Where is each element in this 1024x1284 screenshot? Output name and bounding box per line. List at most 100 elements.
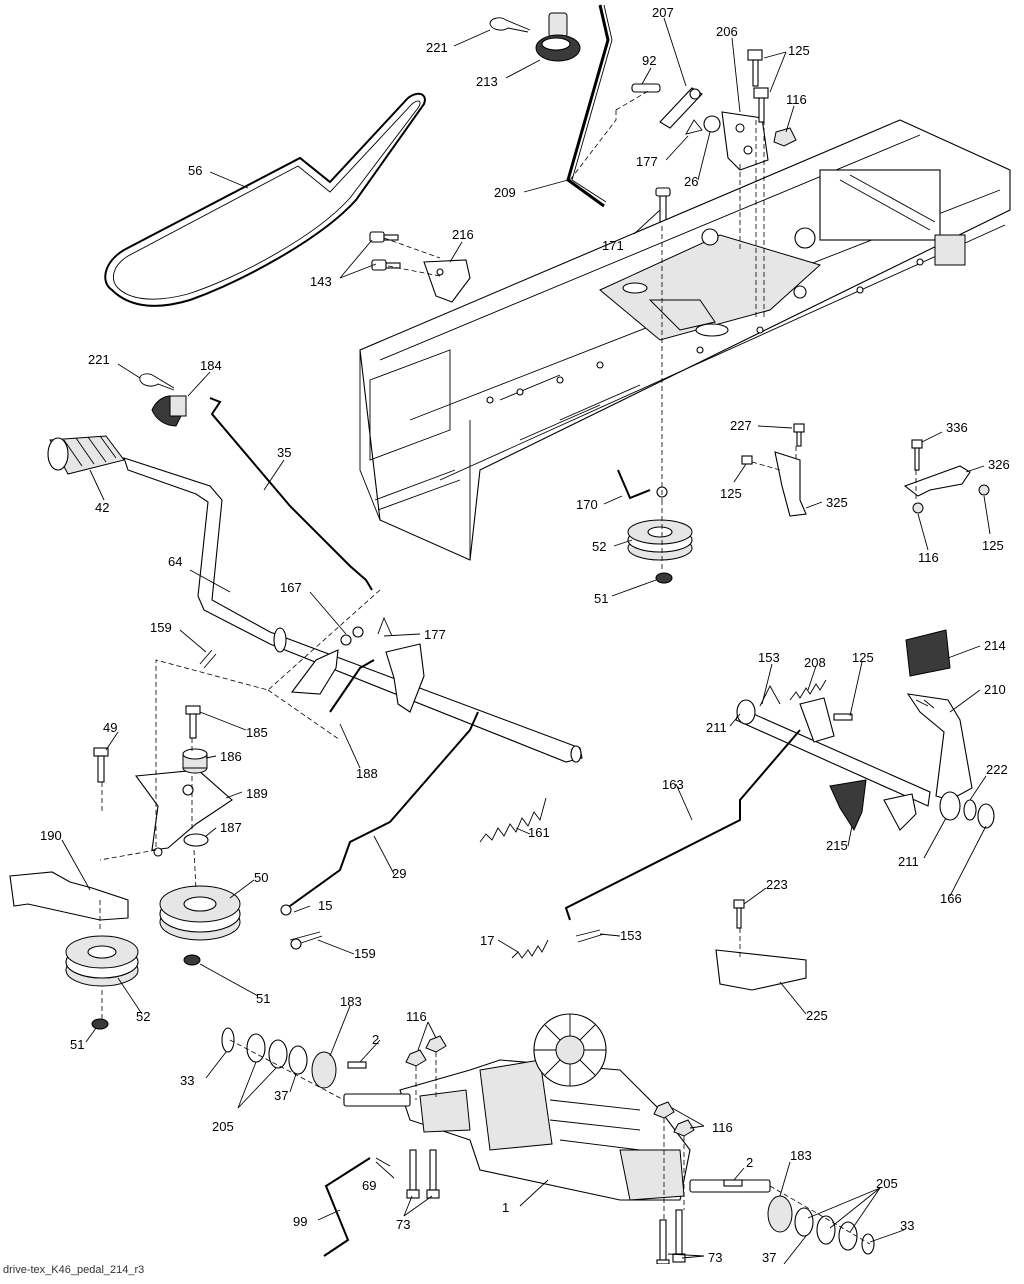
leader-lines [61, 17, 991, 1264]
grip-42 [47, 435, 125, 475]
drive-belt-part [104, 92, 426, 307]
callout-184: 184 [200, 358, 222, 373]
callout-177: 177 [636, 154, 658, 169]
bypass-rod-99-69 [323, 1157, 391, 1257]
bushing-51-mid [183, 954, 201, 966]
dashed-lines [99, 89, 917, 1245]
callout-183: 183 [790, 1148, 812, 1163]
nut-116-top [773, 127, 797, 147]
bracket-326 [903, 439, 990, 514]
rod-35 [209, 397, 373, 591]
callout-177: 177 [424, 627, 446, 642]
callout-166: 166 [940, 891, 962, 906]
rod-29 [280, 711, 479, 916]
callout-125: 125 [852, 650, 874, 665]
callout-92: 92 [642, 53, 656, 68]
callout-125: 125 [788, 43, 810, 58]
callout-1: 1 [502, 1200, 509, 1215]
bolts-73 [406, 1149, 686, 1264]
callout-211: 211 [706, 720, 727, 735]
callout-167: 167 [280, 580, 302, 595]
spacers-211-222-166 [736, 699, 995, 829]
callout-183: 183 [340, 994, 362, 1009]
linkage-167-188 [199, 616, 425, 713]
transaxle-1 [343, 1013, 771, 1201]
pedal-arm-210 [906, 693, 973, 801]
callout-205: 205 [876, 1176, 898, 1191]
callout-222: 222 [986, 762, 1008, 777]
pulley-52-lower [65, 935, 139, 987]
callout-2: 2 [372, 1032, 379, 1047]
callout-29: 29 [392, 866, 406, 881]
callout-153: 153 [620, 928, 642, 943]
bracket-pedal-215 [829, 779, 917, 832]
bushing-51-lower [91, 1018, 109, 1030]
callout-69: 69 [362, 1178, 376, 1193]
callout-216: 216 [452, 227, 474, 242]
callout-171: 171 [602, 238, 624, 253]
bolts-125-top [747, 49, 769, 123]
callout-17: 17 [480, 933, 494, 948]
callout-42: 42 [95, 500, 109, 515]
plate-pedal-arm [799, 697, 853, 743]
callout-49: 49 [103, 720, 117, 735]
callout-116: 116 [918, 550, 939, 565]
lift-knob-213 [535, 12, 581, 62]
callout-159: 159 [354, 946, 376, 961]
pulley-52-center [627, 519, 693, 561]
callout-73: 73 [396, 1217, 410, 1232]
callout-211: 211 [898, 854, 919, 869]
hairpin-clip-221-top [489, 17, 531, 33]
frame-chassis [359, 119, 1011, 561]
knob-184 [151, 395, 187, 427]
bracket-225 [715, 899, 807, 991]
callout-33: 33 [180, 1073, 194, 1088]
spring-208 [789, 679, 827, 701]
callout-213: 213 [476, 74, 498, 89]
callout-labels: 221 213 207 206 125 92 116 56 177 26 209… [40, 5, 1010, 1264]
callout-125: 125 [982, 538, 1004, 553]
callout-189: 189 [246, 786, 268, 801]
callout-205: 205 [212, 1119, 234, 1134]
callout-51: 51 [594, 591, 608, 606]
pulley-50 [159, 885, 241, 941]
bolt-185 [185, 705, 201, 739]
callout-206: 206 [716, 24, 738, 39]
bolt-49 [93, 747, 109, 783]
callout-185: 185 [246, 725, 268, 740]
callout-190: 190 [40, 828, 62, 843]
callout-51: 51 [70, 1037, 84, 1052]
callout-161: 161 [528, 825, 550, 840]
callout-52: 52 [136, 1009, 150, 1024]
bushing-51-center [655, 572, 673, 584]
callout-153: 153 [758, 650, 780, 665]
rod-170 [617, 469, 668, 500]
pins-15-159 [289, 931, 323, 950]
plate-189 [134, 769, 233, 857]
callout-187: 187 [220, 820, 242, 835]
bolts-143 [369, 231, 401, 271]
washers-left-205-37-33 [221, 1027, 367, 1089]
callout-170: 170 [576, 497, 598, 512]
callout-116: 116 [786, 92, 807, 107]
callout-221: 221 [426, 40, 448, 55]
callout-186: 186 [220, 749, 242, 764]
rod-163 [564, 729, 801, 921]
callout-37: 37 [762, 1250, 776, 1264]
washer-187 [183, 833, 209, 847]
callout-37: 37 [274, 1088, 288, 1103]
callout-116: 116 [712, 1120, 733, 1135]
callout-215: 215 [826, 838, 848, 853]
hairpin-clip-221-left [139, 373, 175, 391]
shield-190 [9, 871, 129, 921]
clips-177-26 [685, 115, 721, 135]
nuts-116 [405, 1035, 695, 1137]
callout-208: 208 [804, 655, 826, 670]
callout-221: 221 [88, 352, 110, 367]
pedal-pad-214 [905, 629, 951, 677]
spring-17 [511, 939, 549, 959]
pivot-pin-92 [631, 83, 661, 93]
callout-116: 116 [406, 1009, 427, 1024]
callout-225: 225 [806, 1008, 828, 1023]
